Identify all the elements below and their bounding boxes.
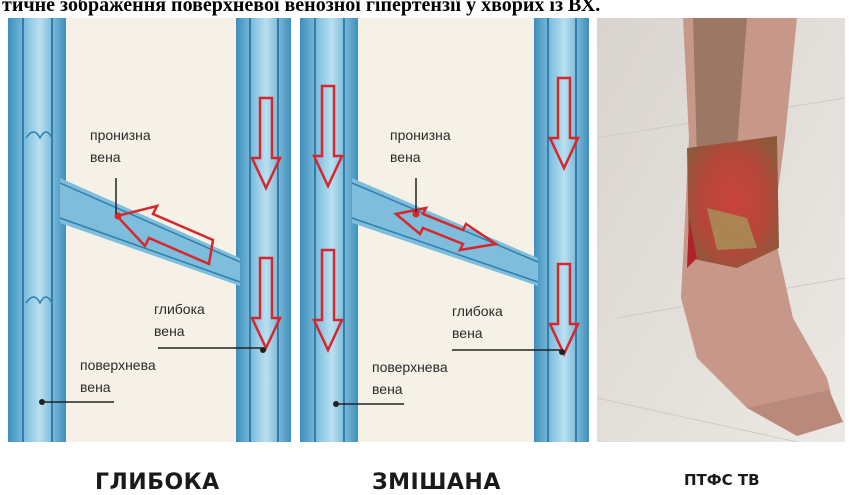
vein-diagram-deep: пронизна вена глибока вена поверхнева ве… (8, 18, 291, 442)
leg-ulcer-photo (597, 18, 845, 442)
label-deep-2: вена (154, 323, 185, 339)
superficial-vein (300, 18, 358, 442)
label-superficial-2: вена (372, 381, 403, 397)
label-perforator-2: вена (390, 149, 421, 165)
superficial-vein (8, 18, 66, 442)
clinical-photo (597, 18, 845, 442)
label-superficial-2: вена (80, 379, 111, 395)
label-superficial-1: поверхнева (80, 357, 156, 373)
deep-vein (534, 18, 589, 442)
label-deep-1: глибока (452, 303, 503, 319)
label-perforator-1: пронизна (390, 127, 451, 143)
caption-deep: ГЛИБОКА (95, 470, 220, 495)
label-deep-1: глибока (154, 301, 205, 317)
diagram-mixed: пронизна вена глибока вена поверхнева ве… (300, 18, 589, 442)
label-deep-2: вена (452, 325, 483, 341)
label-perforator-2: вена (90, 149, 121, 165)
page-title: тичне зображення поверхневої венозної гі… (0, 0, 850, 17)
label-perforator-1: пронизна (90, 127, 151, 143)
label-superficial-1: поверхнева (372, 359, 448, 375)
caption-mixed: ЗМІШАНА (372, 470, 501, 495)
deep-vein (236, 18, 291, 442)
caption-photo: ПТФС ТВ (684, 471, 760, 489)
diagram-deep: пронизна вена глибока вена поверхнева ве… (8, 18, 291, 442)
vein-diagram-mixed: пронизна вена глибока вена поверхнева ве… (300, 18, 589, 442)
